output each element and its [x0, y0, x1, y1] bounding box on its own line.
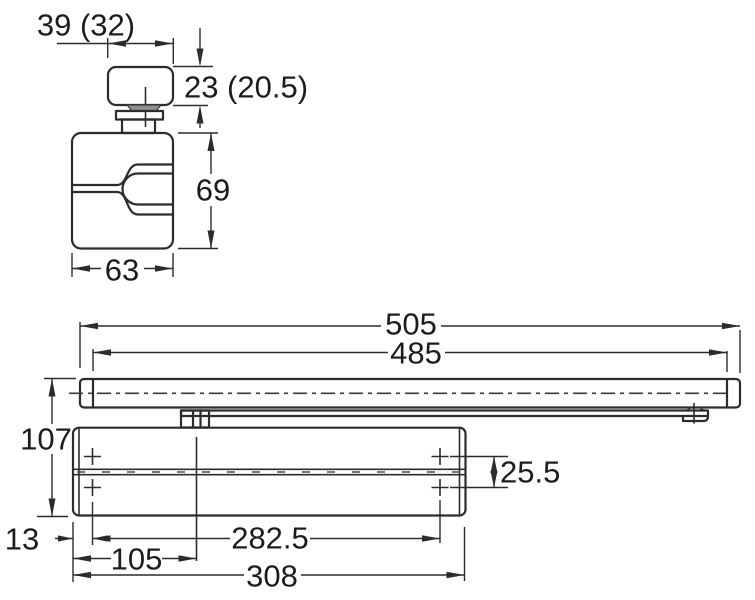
side-view-body-width-label: 63	[105, 253, 139, 288]
closer-body-side	[70, 131, 175, 250]
body-channel-detail	[70, 163, 174, 216]
side-view-shoe-width-label: 39 (32)	[37, 8, 135, 43]
total-height-label: 107	[20, 422, 72, 457]
spindle-offset-label: 105	[111, 542, 163, 577]
closer-body	[71, 426, 467, 561]
slide-rail-cross-section	[106, 65, 175, 107]
front-view-dimensions: 505 485 107 25.5 13	[5, 307, 741, 594]
overall-length-label: 505	[385, 307, 437, 342]
side-view	[70, 65, 175, 250]
arm-plate	[114, 109, 165, 121]
rail-inner-length-label: 485	[390, 336, 442, 371]
body-length-label: 308	[246, 559, 298, 594]
edge-to-hole-label: 13	[5, 522, 39, 557]
side-view-shoe-height-label: 23 (20.5)	[184, 70, 308, 105]
closer-arm	[179, 403, 710, 429]
arm-spindle-boss	[179, 409, 211, 429]
hole-spacing-label: 282.5	[231, 521, 309, 556]
side-view-body-height-label: 69	[196, 173, 230, 208]
spindle-boss	[120, 118, 157, 135]
hole-row-spacing-label: 25.5	[500, 455, 560, 490]
mounting-holes	[84, 448, 449, 496]
front-view	[69, 377, 742, 561]
side-view-dimensions: 39 (32) 23 (20.5) 69 63	[37, 8, 308, 288]
